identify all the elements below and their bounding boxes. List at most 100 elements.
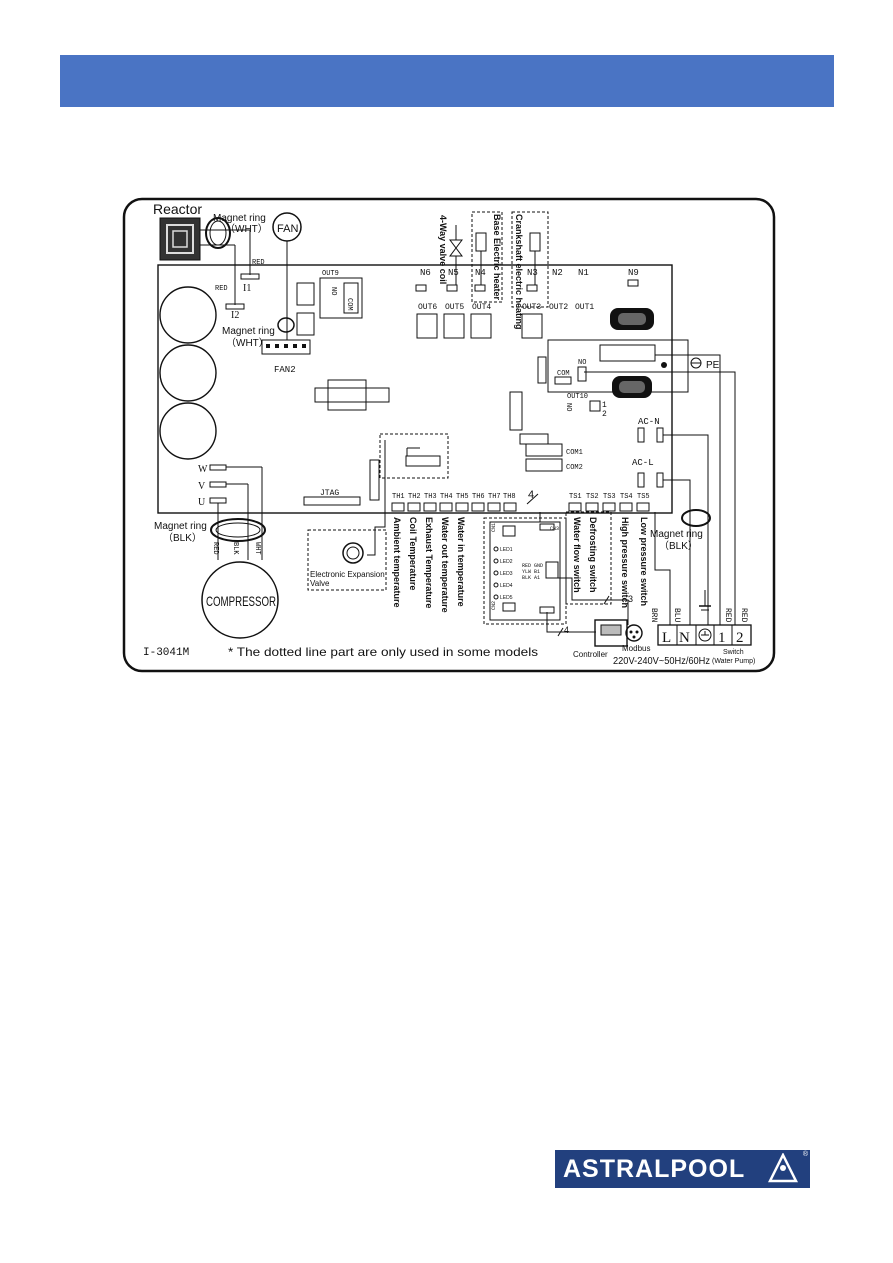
out3-label: OUT3 bbox=[522, 303, 541, 312]
brn-label: BRN bbox=[649, 608, 658, 623]
n6-label: N6 bbox=[420, 268, 431, 278]
out1-label: OUT1 bbox=[575, 303, 594, 312]
com1-label: COM1 bbox=[566, 449, 583, 457]
cn3-label: CN3 bbox=[550, 526, 559, 532]
ac-l-label: AC-L bbox=[632, 458, 654, 468]
modbus-label: Modbus bbox=[622, 644, 650, 653]
blk-label: BLK bbox=[231, 542, 239, 555]
base-heater-box bbox=[471, 211, 503, 303]
terminal-1: 1 bbox=[718, 630, 726, 646]
out9-label: OUT9 bbox=[322, 270, 339, 278]
com-label-2: COM bbox=[557, 370, 570, 378]
magnet-ring-label-4: Magnet ring bbox=[650, 529, 703, 540]
com2-label: COM2 bbox=[566, 464, 583, 472]
terminal-2: 2 bbox=[736, 630, 744, 646]
magnet-ring-ac bbox=[681, 509, 711, 527]
ts1-label: TS1 bbox=[569, 493, 582, 501]
i2-label: I2 bbox=[231, 310, 239, 321]
footnote: * The dotted line part are only used in … bbox=[228, 645, 538, 659]
ts2-label: TS2 bbox=[586, 493, 599, 501]
water-in-label: Water in temperature bbox=[456, 517, 466, 607]
n2-label: N2 bbox=[552, 268, 563, 278]
no-label: NO bbox=[329, 287, 337, 295]
ts3-label: TS3 bbox=[603, 493, 616, 501]
label-1: 1 bbox=[602, 401, 607, 410]
i1-label: I1 bbox=[243, 283, 251, 294]
w-label: W bbox=[198, 464, 208, 475]
four-mark-2: 4 bbox=[564, 625, 569, 635]
fan-label: FAN bbox=[277, 223, 298, 235]
brand-logo: ASTRALPOOL ® bbox=[555, 1150, 810, 1188]
out4-label: OUT4 bbox=[472, 303, 491, 312]
th3-label: TH3 bbox=[424, 493, 437, 501]
pe-label: PE bbox=[706, 360, 720, 371]
crank-heater-label: Crankshaft electric heating bbox=[514, 214, 524, 330]
led5-label: LED5 bbox=[500, 595, 513, 601]
th4-label: TH4 bbox=[440, 493, 453, 501]
magnet-ring-color-3: （BLK） bbox=[163, 532, 202, 544]
cn1-label: CN1 bbox=[491, 523, 497, 532]
label-2: 2 bbox=[602, 410, 607, 419]
magnet-ring-color: （WHT） bbox=[225, 223, 268, 235]
model-label: I-3041M bbox=[143, 647, 189, 659]
eev-icon bbox=[342, 542, 364, 564]
wht-label: WHT bbox=[253, 542, 261, 555]
v-label: V bbox=[198, 481, 206, 492]
magnet-ring-compressor bbox=[210, 518, 266, 542]
controller-label: Controller bbox=[573, 650, 608, 659]
magnet-ring-label-3: Magnet ring bbox=[154, 521, 207, 532]
coil-label: Coil Temperature bbox=[408, 517, 418, 590]
triangle-logo-icon bbox=[768, 1153, 798, 1183]
n9-label: N9 bbox=[628, 268, 639, 278]
fan2-connector bbox=[261, 339, 311, 355]
cn4-wire-3: BLK A1 bbox=[522, 575, 540, 581]
registered-mark: ® bbox=[802, 1151, 808, 1158]
th8-label: TH8 bbox=[503, 493, 516, 501]
eev-label-1: Electronic Expansion bbox=[310, 570, 385, 579]
led1-label: LED1 bbox=[500, 547, 513, 553]
th1-label: TH1 bbox=[392, 493, 405, 501]
red-label-3: RED bbox=[211, 542, 219, 555]
n3-label: N3 bbox=[527, 268, 538, 278]
magnet-ring-label: Magnet ring bbox=[213, 213, 266, 224]
modbus-icon bbox=[625, 624, 643, 642]
high-pressure-label: High pressure switch bbox=[620, 517, 630, 608]
th5-label: TH5 bbox=[456, 493, 469, 501]
magnet-ring-color-4: （BLK） bbox=[659, 540, 698, 552]
no-label-2: NO bbox=[578, 359, 586, 367]
no-label-3: NO bbox=[564, 403, 572, 411]
base-heater-label: Base Electric heater bbox=[492, 214, 502, 301]
red-label-2: RED bbox=[215, 285, 228, 293]
power-label: 220V-240V~50Hz/60Hz bbox=[613, 656, 710, 667]
fan2-label: FAN2 bbox=[274, 365, 296, 375]
terminal-l: L bbox=[662, 630, 671, 646]
cn2-label: CN2 bbox=[491, 601, 497, 610]
exhaust-label: Exhaust Temperature bbox=[424, 517, 434, 608]
eev-label-2: Valve bbox=[310, 579, 330, 588]
th-labels: TH1 TH2 TH3 TH4 TH5 TH6 TH7 TH8 bbox=[392, 493, 516, 501]
n5-label: N5 bbox=[448, 268, 459, 278]
out9-relay bbox=[319, 277, 363, 319]
led3-label: LED3 bbox=[500, 571, 513, 577]
cn4-wire-1: RED GND bbox=[522, 563, 543, 569]
led4-label: LED4 bbox=[500, 583, 513, 589]
water-flow-label: Water flow switch bbox=[572, 517, 582, 593]
th7-label: TH7 bbox=[488, 493, 501, 501]
jtag-label: JTAG bbox=[320, 489, 339, 498]
com-label: COM bbox=[345, 298, 353, 311]
ts4-label: TS4 bbox=[620, 493, 633, 501]
n4-label: N4 bbox=[475, 268, 486, 278]
red-label: RED bbox=[252, 259, 265, 267]
controller-icon bbox=[594, 619, 628, 647]
four-way-valve-label: 4-Way valve coil bbox=[438, 215, 448, 284]
red-label-5: RED bbox=[739, 608, 748, 623]
capacitor-1 bbox=[159, 286, 217, 344]
pcb-board bbox=[157, 264, 673, 514]
four-mark: 4 bbox=[528, 489, 534, 501]
reactor-label: Reactor bbox=[153, 201, 202, 217]
compressor-icon bbox=[201, 561, 279, 639]
out2-label: OUT2 bbox=[549, 303, 568, 312]
magnet-ring-color-2: （WHT） bbox=[226, 337, 269, 349]
capacitor-3 bbox=[159, 402, 217, 460]
